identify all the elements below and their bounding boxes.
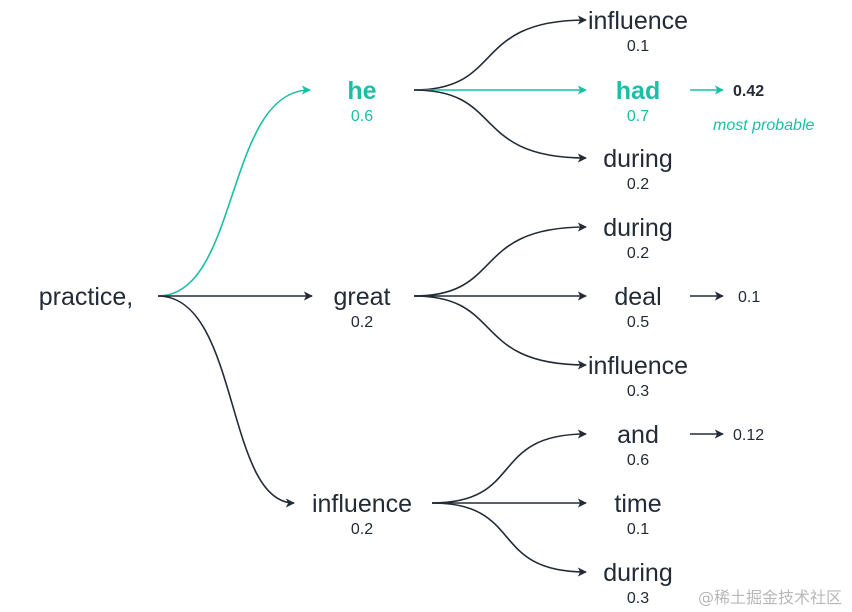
edge-great-during [413, 222, 587, 297]
edge-great-influence [413, 295, 587, 370]
edge-root-influence [157, 295, 295, 508]
node-inf-during-prob: 0.3 [627, 590, 649, 607]
node-root-word: practice, [39, 283, 133, 311]
edge-he-during [413, 89, 587, 163]
node-he-had-prob: 0.7 [627, 108, 649, 125]
result-deal-value: 0.1 [738, 289, 760, 306]
node-he-influence-word: influence [588, 7, 688, 35]
edge-root-he [157, 85, 311, 297]
node-great-prob: 0.2 [351, 314, 373, 331]
node-inf-during-word: during [603, 559, 673, 587]
watermark-text: @稀土掘金技术社区 [698, 588, 842, 607]
result-had-note: most probable [713, 117, 814, 134]
node-he-during-prob: 0.2 [627, 176, 649, 193]
node-he-influence-prob: 0.1 [627, 38, 649, 55]
node-great-deal-word: deal [614, 283, 661, 311]
node-influence-prob: 0.2 [351, 521, 373, 538]
node-he-word: he [347, 77, 376, 105]
node-inf-and-prob: 0.6 [627, 452, 649, 469]
node-inf-time-word: time [614, 490, 661, 518]
node-inf-and-word: and [617, 421, 659, 449]
node-inf-time-prob: 0.1 [627, 521, 649, 538]
edge-influence-during [431, 502, 587, 577]
node-he-prob: 0.6 [351, 108, 373, 125]
node-he-had-word: had [616, 77, 660, 105]
node-great-influence-prob: 0.3 [627, 383, 649, 400]
node-he-during-word: during [603, 145, 673, 173]
result-had-value: 0.42 [733, 83, 764, 100]
node-great-deal-prob: 0.5 [627, 314, 649, 331]
node-great-influence-word: influence [588, 352, 688, 380]
node-great-during-word: during [603, 214, 673, 242]
edge-influence-and [431, 429, 587, 504]
node-influence-word: influence [312, 490, 412, 518]
node-great-during-prob: 0.2 [627, 245, 649, 262]
node-great-word: great [334, 283, 391, 311]
result-and-value: 0.12 [733, 427, 764, 444]
edge-he-influence [413, 15, 587, 91]
